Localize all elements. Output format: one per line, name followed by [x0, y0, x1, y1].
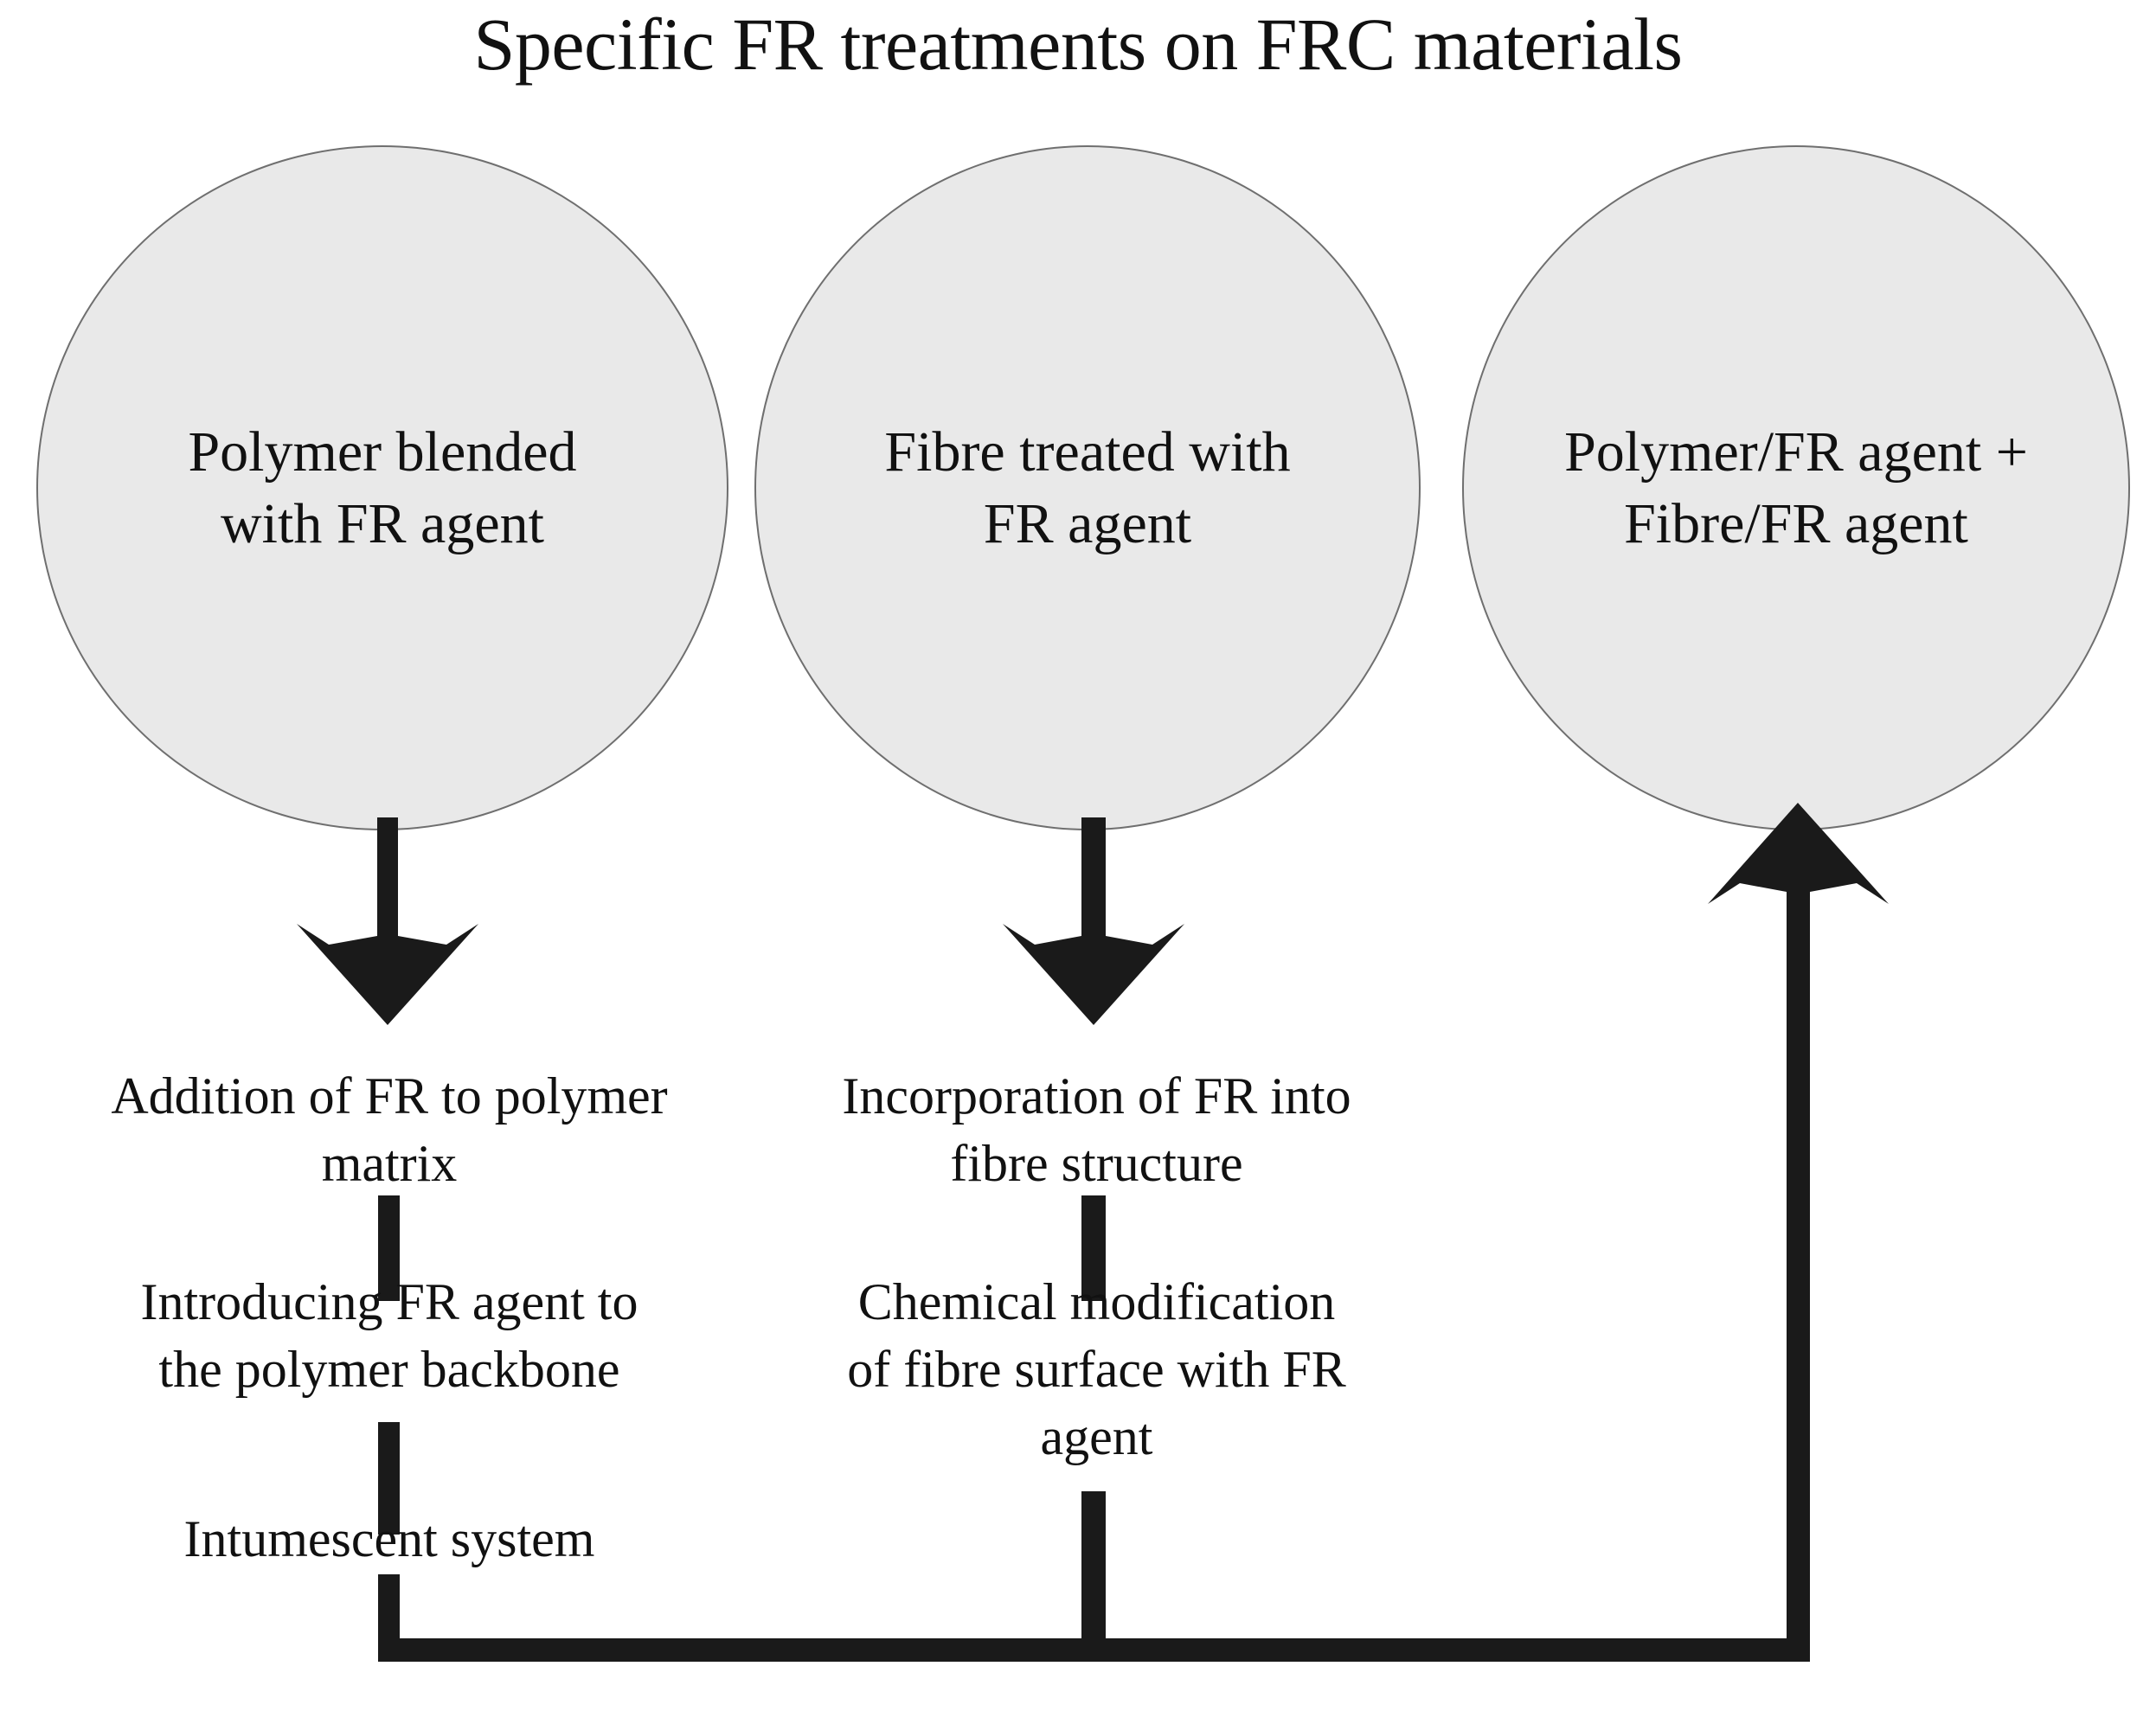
node-fibre-treated: Fibre treated with FR agent	[754, 145, 1421, 830]
node-fibre-treated-label: Fibre treated with FR agent	[884, 420, 1291, 555]
step-left-intumescent: Intumescent system	[183, 1510, 595, 1567]
node-polymer-blended-label: Polymer blended with FR agent	[188, 420, 577, 555]
arrow-down-middle-icon	[1003, 817, 1184, 1025]
step-left-addition: Addition of FR to polymer matrix	[111, 1067, 668, 1192]
step-middle-incorporation: Incorporation of FR into fibre structure	[842, 1067, 1351, 1192]
connector-middle-segment-2	[1081, 1491, 1106, 1661]
arrow-down-left-icon	[297, 817, 478, 1025]
connector-left-segment-3	[378, 1574, 400, 1661]
arrow-up-right-icon	[1708, 803, 1889, 1661]
node-combined: Polymer/FR agent + Fibre/FR agent	[1462, 145, 2130, 830]
step-left-introducing: Introducing FR agent to the polymer back…	[140, 1273, 638, 1398]
node-combined-label: Polymer/FR agent + Fibre/FR agent	[1564, 420, 2028, 555]
node-polymer-blended: Polymer blended with FR agent	[36, 145, 728, 830]
page-title: Specific FR treatments on FRC materials	[473, 3, 1683, 86]
step-middle-chemical-modification: Chemical modification of fibre surface w…	[847, 1273, 1346, 1465]
connector-bottom-bus	[378, 1638, 1810, 1662]
